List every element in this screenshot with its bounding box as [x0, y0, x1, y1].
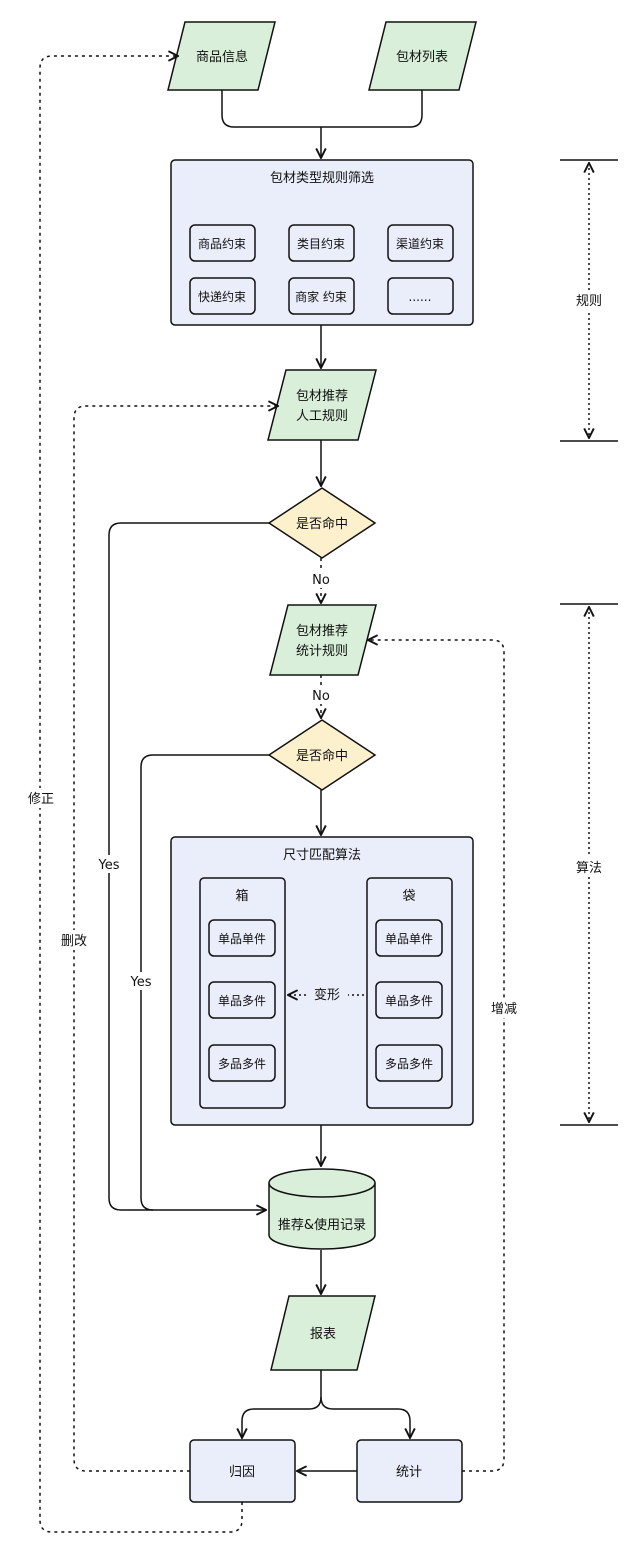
edge-label-yes-1: Yes	[98, 858, 120, 873]
edge-label-yes-2: Yes	[130, 975, 152, 990]
product-info-label: 商品信息	[196, 49, 248, 65]
decision-1-label: 是否命中	[296, 516, 348, 532]
bag-item-label: 单品多件	[385, 994, 433, 1008]
stat-rule-node: 包材推荐 统计规则	[269, 604, 377, 676]
yes-label-bg	[128, 972, 156, 990]
fix-loop	[39, 56, 243, 1533]
rule-filter-box: 包材类型规则筛选 商品约束 类目约束 渠道约束 快递约束 商家 约束 .....…	[170, 159, 474, 326]
merge-connector	[221, 90, 423, 128]
delete-edit-loop	[73, 406, 278, 1472]
report-label: 报表	[310, 1327, 336, 1342]
bag-item-label: 单品单件	[385, 932, 433, 946]
edge-label-delete-edit: 删改	[61, 934, 87, 949]
rules-bracket: 规则	[560, 159, 618, 442]
bag-item	[375, 1044, 443, 1082]
rule-filter-title: 包材类型规则筛选	[270, 171, 374, 186]
rule-item-box	[288, 277, 355, 315]
record-db-node: 推荐&使用记录	[268, 1168, 376, 1250]
bag-item-label: 多品多件	[385, 1057, 433, 1071]
edge-label-add-reduce: 增减	[491, 1002, 517, 1017]
size-match-title: 尺寸匹配算法	[283, 848, 361, 863]
arrow-to-statistics	[320, 1396, 410, 1438]
rule-item-box	[387, 224, 454, 262]
add-reduce-loop	[368, 640, 505, 1472]
stat-rule-label-1: 包材推荐	[296, 624, 348, 639]
algorithm-bracket-label: 算法	[576, 861, 602, 876]
fix-label-bg	[27, 788, 55, 808]
attribution-label: 归因	[229, 1465, 255, 1480]
box-item	[208, 981, 276, 1019]
manual-rule-label-1: 包材推荐	[296, 389, 348, 404]
manual-rule-node: 包材推荐 人工规则	[267, 369, 377, 441]
statistics-node: 统计	[356, 1439, 463, 1503]
bag-column-title: 袋	[402, 889, 415, 904]
rule-item-label: 类目约束	[297, 236, 345, 251]
rule-item-label: 渠道约束	[396, 236, 444, 251]
box-item	[208, 1044, 276, 1082]
rule-item-box	[189, 277, 256, 315]
bag-item	[375, 919, 443, 957]
delete-edit-label-bg	[60, 930, 88, 950]
box-item-label: 单品单件	[218, 932, 266, 946]
box-item	[208, 919, 276, 957]
add-reduce-label-bg	[490, 998, 518, 1018]
packaging-list-node: 包材列表	[368, 21, 477, 91]
box-column-title: 箱	[235, 888, 248, 904]
yes-path-2	[140, 754, 269, 1211]
rule-item-label: 商家 约束	[295, 289, 347, 304]
algorithm-bracket: 算法	[560, 603, 618, 1126]
no-label-bg	[309, 570, 333, 588]
rules-bracket-label: 规则	[576, 294, 602, 309]
yes-label-bg	[96, 855, 124, 873]
decision-2-label: 是否命中	[296, 748, 348, 764]
manual-rule-label-2: 人工规则	[296, 409, 348, 424]
record-db-label: 推荐&使用记录	[278, 1217, 366, 1233]
decision-2: 是否命中	[267, 719, 377, 791]
rule-item-box	[189, 224, 256, 262]
bag-item	[375, 981, 443, 1019]
product-info-node: 商品信息	[167, 21, 276, 91]
rule-item-label: 快递约束	[198, 289, 246, 304]
report-node: 报表	[270, 1295, 376, 1371]
decision-1: 是否命中	[267, 487, 377, 559]
transform-label: 变形	[314, 987, 340, 1003]
box-item-label: 多品多件	[218, 1057, 266, 1071]
edge-label-no-1: No	[312, 573, 330, 588]
attribution-node: 归因	[189, 1439, 296, 1503]
packaging-list-label: 包材列表	[396, 50, 448, 65]
edge-label-no-2: No	[312, 689, 330, 704]
stat-rule-label-2: 统计规则	[296, 644, 348, 659]
size-match-box: 尺寸匹配算法 箱 单品单件 单品多件 多品多件 袋 单品单件 单品多件 多品多件…	[170, 836, 474, 1126]
rule-item-box	[387, 277, 454, 315]
rule-item-box	[288, 224, 355, 262]
no-label-bg	[309, 686, 333, 704]
box-item-label: 单品多件	[218, 994, 266, 1008]
statistics-label: 统计	[396, 1465, 422, 1480]
rule-item-label: ......	[409, 290, 432, 304]
rule-item-label: 商品约束	[198, 236, 246, 251]
edge-label-fix: 修正	[28, 792, 54, 807]
arrow-to-attribution	[242, 1370, 322, 1438]
